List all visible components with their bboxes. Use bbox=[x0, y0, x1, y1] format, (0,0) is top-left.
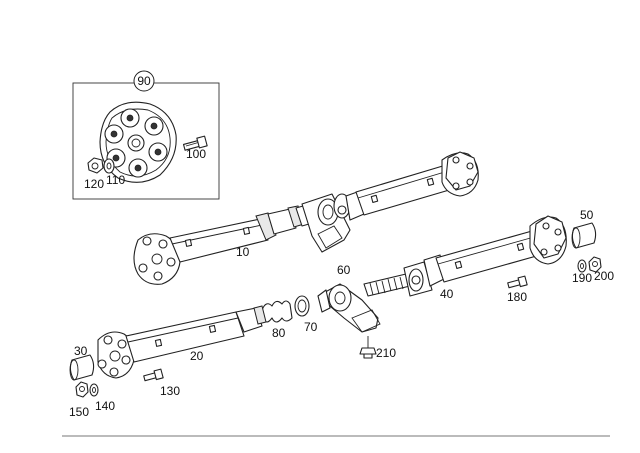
centering-sleeve-30 bbox=[69, 354, 95, 381]
callout-10: 10 bbox=[236, 245, 250, 259]
flex-disc-inset bbox=[72, 70, 220, 200]
washer-110 bbox=[103, 158, 115, 174]
boot-80 bbox=[261, 300, 293, 323]
washer-140 bbox=[89, 383, 99, 397]
center-bearing-60 bbox=[317, 283, 381, 333]
callout-40: 40 bbox=[440, 287, 454, 301]
spline-stub bbox=[363, 273, 411, 297]
callout-140: 140 bbox=[95, 399, 115, 413]
bearing-70 bbox=[294, 295, 310, 317]
callout-20: 20 bbox=[190, 349, 204, 363]
callout-200: 200 bbox=[594, 269, 614, 283]
callout-110: 110 bbox=[106, 173, 125, 187]
bolt-130 bbox=[143, 368, 164, 382]
callout-60: 60 bbox=[337, 263, 351, 277]
propshaft-rear-40 bbox=[363, 215, 567, 297]
flex-disc-90 bbox=[99, 101, 177, 183]
bolt-100 bbox=[182, 135, 208, 151]
callout-30: 30 bbox=[74, 344, 88, 358]
callout-50: 50 bbox=[580, 208, 594, 222]
bolt-180 bbox=[507, 275, 528, 289]
propshaft-middle-20 bbox=[97, 305, 267, 379]
callout-190: 190 bbox=[572, 271, 592, 285]
propshaft-front-10 bbox=[133, 151, 479, 285]
callout-90: 90 bbox=[137, 74, 151, 88]
callout-120: 120 bbox=[84, 177, 104, 191]
callout-130: 130 bbox=[160, 384, 180, 398]
callout-180: 180 bbox=[507, 290, 527, 304]
callout-100: 100 bbox=[186, 147, 206, 161]
centering-sleeve-50 bbox=[571, 222, 597, 249]
nut-200 bbox=[588, 256, 602, 273]
callout-70: 70 bbox=[304, 320, 318, 334]
callout-80: 80 bbox=[272, 326, 286, 340]
callout-labels: 90 100 120 110 10 50 60 40 190 200 180 7… bbox=[69, 74, 614, 419]
washer-190 bbox=[577, 259, 587, 273]
nut-150 bbox=[75, 381, 89, 398]
nut-120 bbox=[87, 157, 104, 174]
callout-210: 210 bbox=[376, 346, 396, 360]
callout-150: 150 bbox=[69, 405, 89, 419]
bolt-210 bbox=[359, 336, 377, 359]
